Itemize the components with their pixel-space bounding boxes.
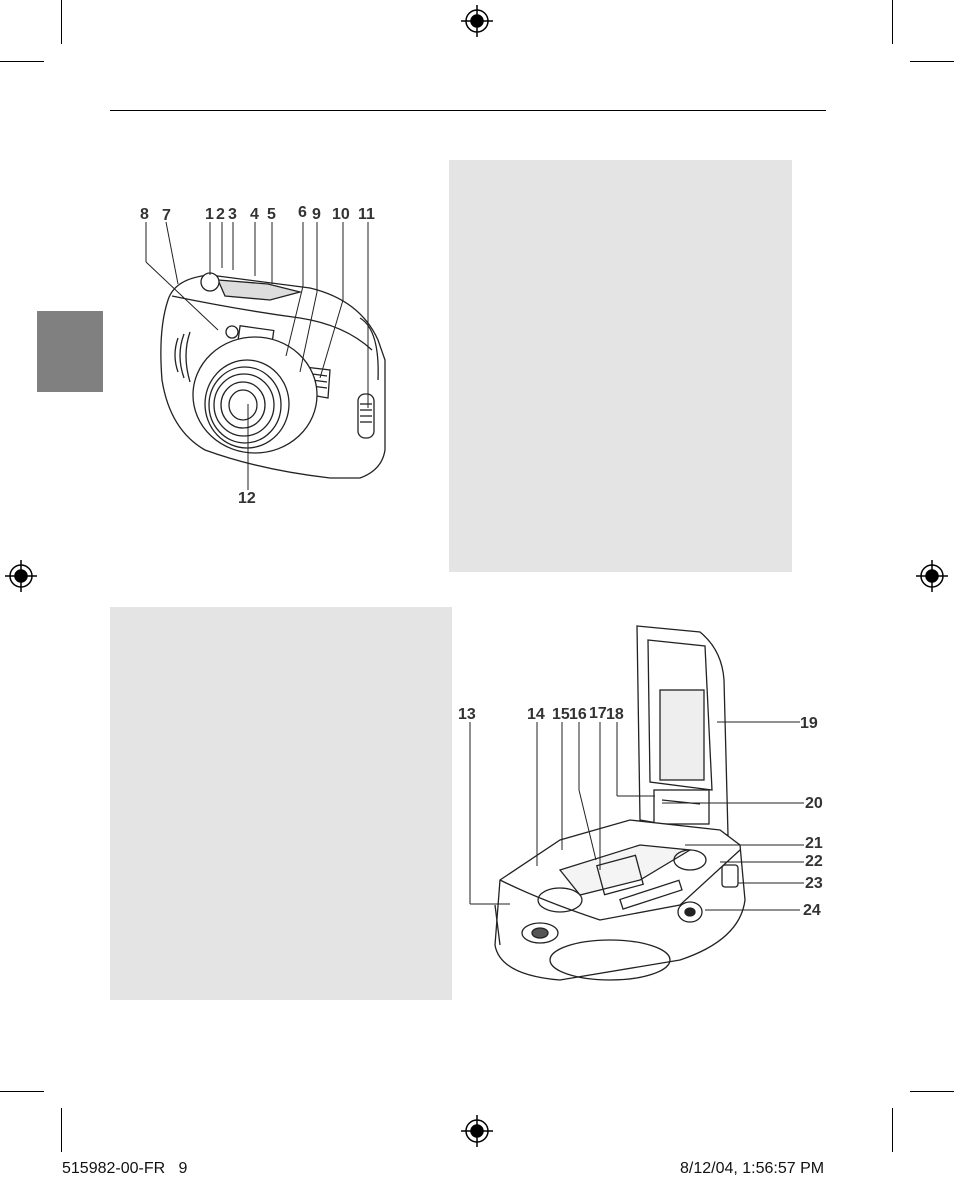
callout-label: 23: [805, 875, 823, 892]
callout-label: 2: [216, 206, 225, 223]
callout-label: 20: [805, 795, 823, 812]
callout-label: 1: [205, 206, 214, 223]
callout-label: 14: [527, 706, 545, 723]
crop-mark: [61, 0, 62, 44]
callout-label: 4: [250, 206, 259, 223]
callout-label: 15: [552, 706, 570, 723]
crop-mark: [892, 0, 893, 44]
text-panel-top: [449, 160, 792, 572]
callout-label: 7: [162, 207, 171, 224]
registration-mark-left: [5, 560, 37, 592]
footer-file-info: 515982-00-FR 9: [62, 1160, 188, 1177]
callout-label: 11: [358, 206, 375, 223]
crop-mark: [0, 61, 44, 62]
callout-label: 5: [267, 206, 276, 223]
crop-mark: [0, 1091, 44, 1092]
callout-label: 8: [140, 206, 149, 223]
callout-label: 6: [298, 204, 307, 221]
callout-label: 9: [312, 206, 321, 223]
crop-mark: [61, 1108, 62, 1152]
header-rule: [110, 110, 826, 111]
registration-mark-bottom: [461, 1115, 493, 1147]
callout-label: 16: [569, 706, 587, 723]
callout-label: 3: [228, 206, 237, 223]
callout-label: 12: [238, 490, 256, 507]
section-tab: [37, 311, 103, 392]
callout-label: 21: [805, 835, 823, 852]
callout-label: 22: [805, 853, 823, 870]
crop-mark: [892, 1108, 893, 1152]
footer-timestamp: 8/12/04, 1:56:57 PM: [680, 1160, 825, 1177]
crop-mark: [910, 61, 954, 62]
callout-label: 19: [800, 715, 818, 732]
callout-label: 13: [458, 706, 476, 723]
callout-label: 10: [332, 206, 350, 223]
callout-label: 24: [803, 902, 821, 919]
crop-mark: [910, 1091, 954, 1092]
text-panel-bottom: [110, 607, 452, 1000]
registration-mark-top: [461, 5, 493, 37]
registration-mark-right: [916, 560, 948, 592]
callout-label: 17: [589, 705, 607, 722]
callout-label: 18: [606, 706, 624, 723]
